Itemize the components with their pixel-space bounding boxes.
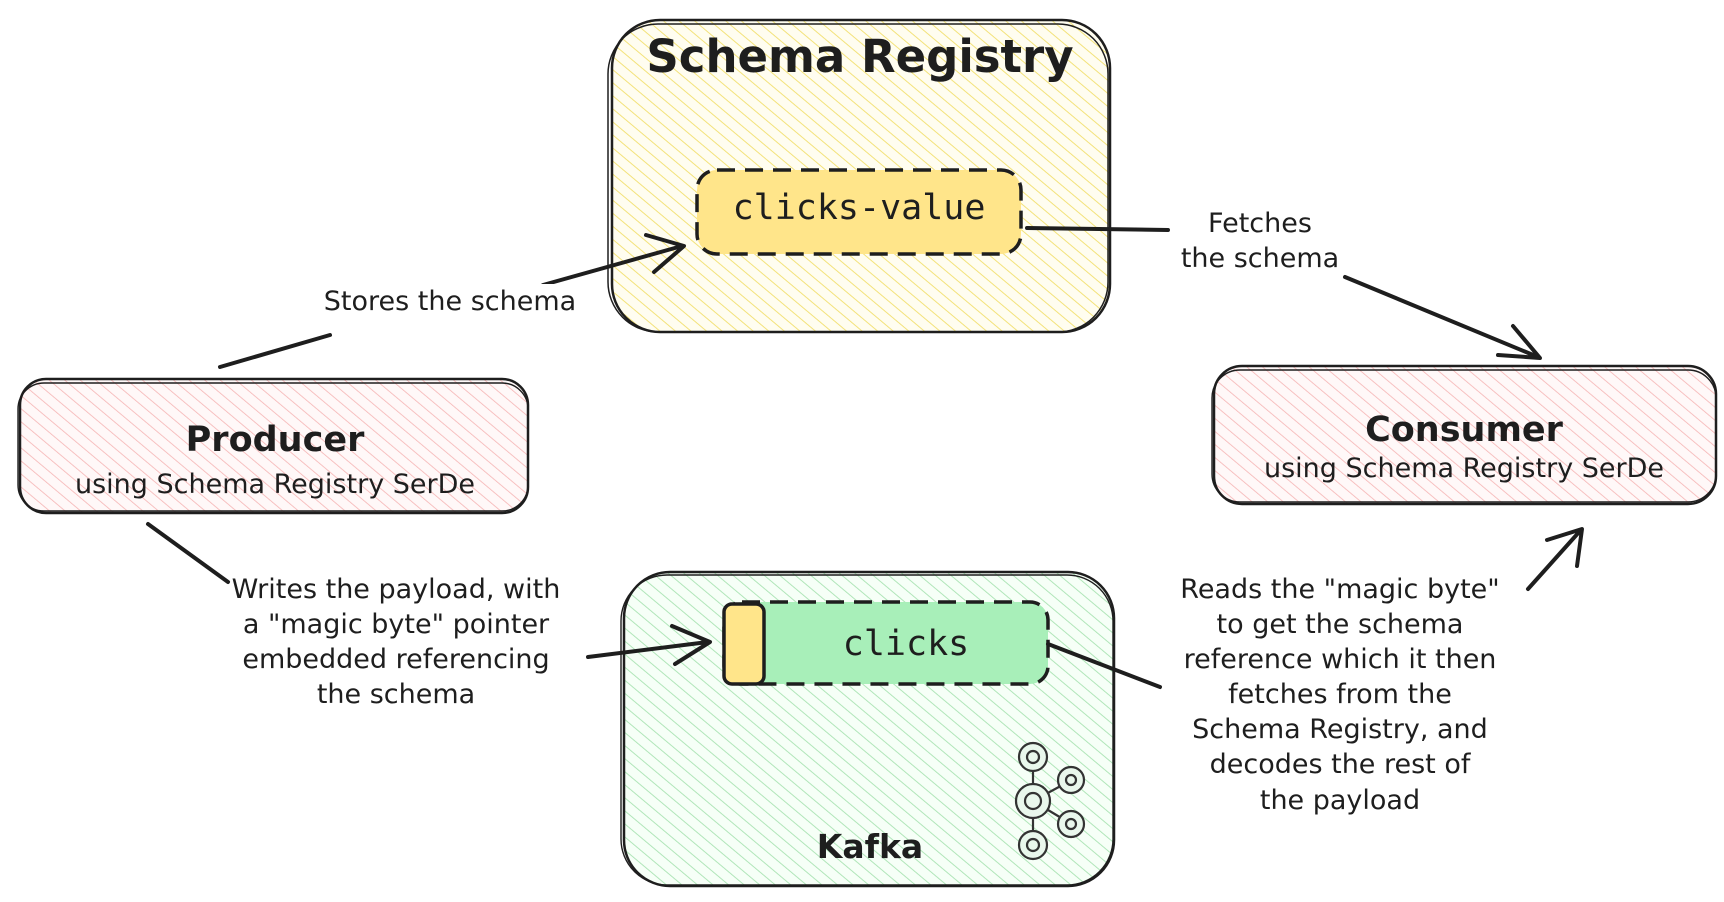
consumer-box [1211,364,1718,506]
edge-reads-magic-byte-line [1046,642,1162,689]
edge-stores-schema-arrow [541,233,686,287]
edge-reads-magic-byte-arrow [1526,527,1584,591]
edge-stores-schema-line [218,333,332,369]
consumer-subtitle: using Schema Registry SerDe [1263,453,1665,484]
magic-byte-marker [722,602,766,686]
schema-subject-label: clicks-value [732,188,986,228]
kafka-label: Kafka [816,827,924,866]
edge-fetches-schema-line [1025,226,1170,232]
edge-reads-magic-byte-label: Reads the "magic byte" to get the schema… [1180,574,1500,816]
edge-writes-payload-arrow [586,624,712,666]
producer-box [17,377,530,515]
consumer-title: Consumer [1365,410,1563,450]
edge-stores-schema-label: Stores the schema [300,284,600,320]
kafka-logo-icon [1014,741,1086,861]
schema-registry-title: Schema Registry [646,30,1074,83]
schema-subject-box [695,168,1023,256]
producer-title: Producer [185,420,365,460]
edge-writes-payload-line [146,522,230,584]
edge-fetches-schema-label: Fetches the schema [1180,208,1340,275]
producer-subtitle: using Schema Registry SerDe [74,469,476,500]
edge-fetches-schema-arrow [1343,275,1542,360]
edge-writes-payload-label: Writes the payload, with a "magic byte" … [231,574,561,711]
kafka-topic-label: clicks [842,624,970,664]
